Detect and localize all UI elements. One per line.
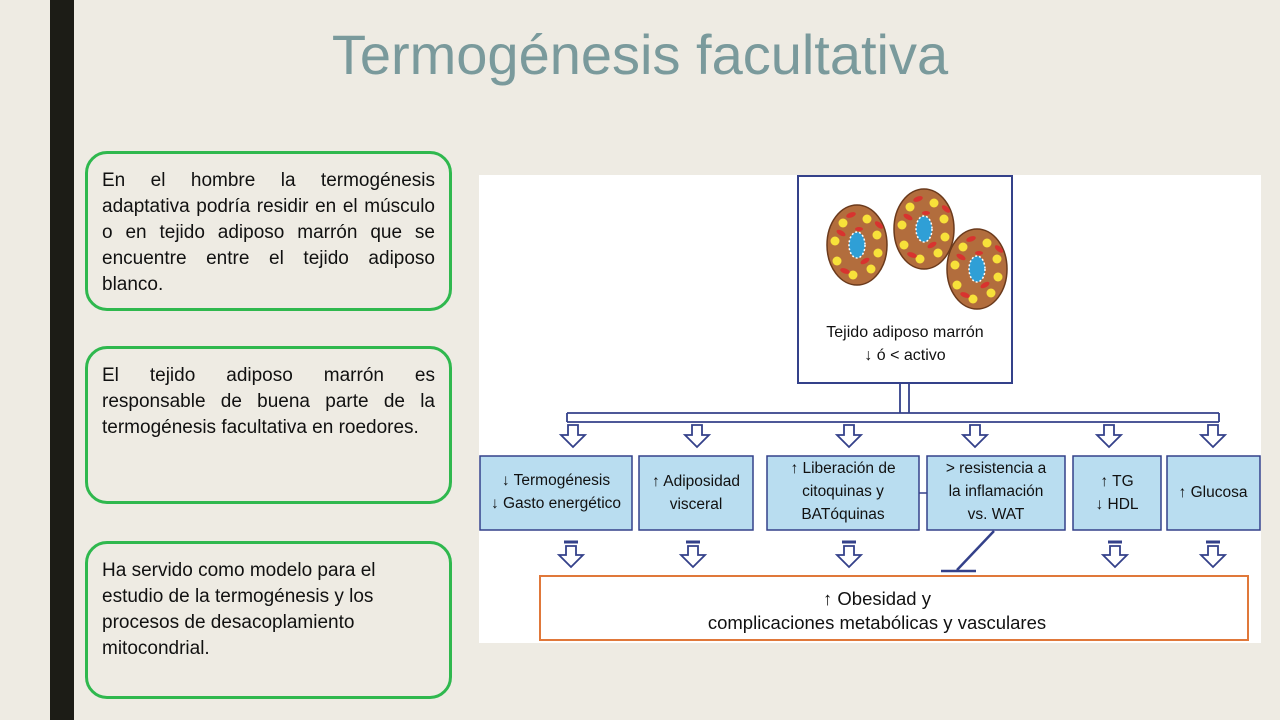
effect-3-line-3: BATóquinas [801, 506, 885, 523]
effect-box-5: ↑ TG ↓ HDL [1072, 455, 1162, 531]
slide-title: Termogénesis facultativa [331, 23, 949, 86]
down-arrows-lower [557, 540, 1227, 569]
effect-6-line-1: ↑ Glucosa [1179, 484, 1248, 501]
effect-5-line-2: ↓ HDL [1095, 496, 1138, 513]
effect-box-1: ↓ Termogénesis ↓ Gasto energético [479, 455, 633, 531]
top-box-label-1: Tejido adiposo marrón [826, 324, 983, 341]
top-box-label-2: ↓ ó < activo [864, 347, 945, 364]
diagram-svg: Tejido adiposo marrón ↓ ó < activo ↓ Ter… [479, 175, 1261, 641]
effect-3-line-1: ↑ Liberación de [790, 460, 895, 477]
effect-4-line-2: la inflamación [949, 483, 1044, 500]
effect-4-line-3: vs. WAT [968, 506, 1025, 523]
effect-box-3: ↑ Liberación de citoquinas y BATóquinas [766, 455, 920, 531]
inhibition-line [941, 530, 995, 573]
effect-2-line-1: ↑ Adiposidad [652, 473, 740, 490]
note-box-2: El tejido adiposo marrón es responsable … [85, 346, 452, 504]
effect-3-line-2: citoquinas y [802, 483, 884, 500]
outcome-line-1: ↑ Obesidad y [823, 588, 932, 609]
down-arrows-upper [560, 424, 1226, 448]
effect-2-line-2: visceral [670, 496, 723, 513]
effect-box-6: ↑ Glucosa [1166, 455, 1261, 531]
effect-box-4: > resistencia a la inflamación vs. WAT [926, 455, 1066, 531]
effect-5-line-1: ↑ TG [1100, 473, 1133, 490]
brown-fat-diagram: Tejido adiposo marrón ↓ ó < activo ↓ Ter… [479, 175, 1261, 643]
note-box-3: Ha servido como modelo para el estudio d… [85, 541, 452, 699]
outcome-box: ↑ Obesidad y complicaciones metabólicas … [539, 575, 1249, 641]
effect-box-2: ↑ Adiposidad visceral [638, 455, 754, 531]
slide-side-bar [50, 0, 74, 720]
effect-1-line-2: ↓ Gasto energético [491, 495, 621, 512]
note-box-1: En el hombre la termogénesis adaptativa … [85, 151, 452, 311]
effect-1-line-1: ↓ Termogénesis [502, 472, 611, 489]
effect-4-line-1: > resistencia a [946, 460, 1047, 477]
connector-lines [566, 383, 1220, 423]
outcome-line-2: complicaciones metabólicas y vasculares [708, 612, 1046, 633]
